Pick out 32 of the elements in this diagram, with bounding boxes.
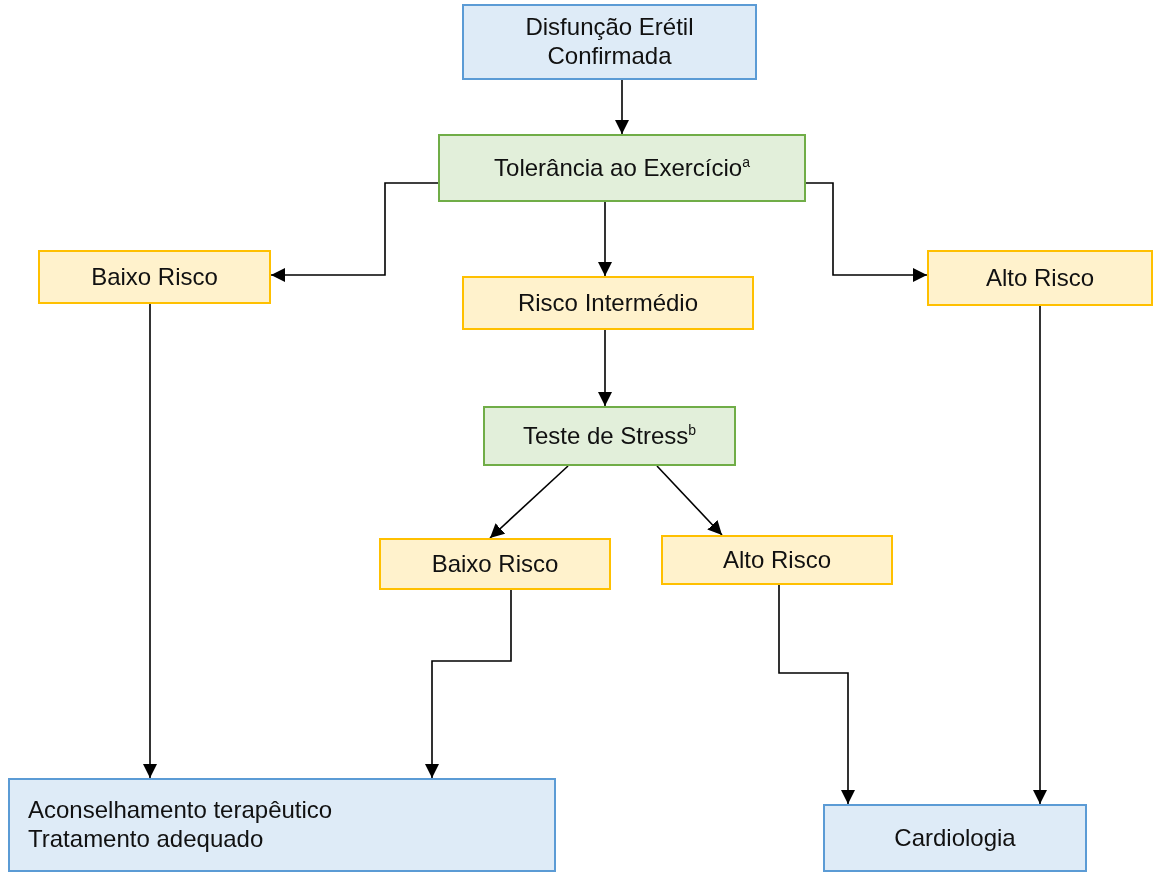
- arrow: [425, 589, 512, 779]
- risk-box: [379, 538, 611, 590]
- node-label: Baixo Risco: [91, 262, 218, 292]
- arrow: [270, 182, 439, 282]
- risk-box: [38, 250, 271, 304]
- node-label: Disfunção Erétil Confirmada: [524, 13, 695, 71]
- node-label: Aconselhamento terapêutico: [28, 796, 333, 825]
- process-box: [483, 406, 736, 466]
- node-label: Risco Intermédio: [517, 288, 699, 318]
- arrow: [489, 465, 569, 539]
- node-label: Cardiologia: [894, 823, 1016, 853]
- arrow: [1033, 305, 1047, 805]
- arrow: [598, 329, 612, 407]
- arrow: [143, 303, 157, 779]
- node-label: Alto Risco: [722, 545, 831, 575]
- risk-box: [661, 535, 893, 585]
- node-label: Teste de Stress$^{b}$: [522, 421, 697, 451]
- arrow: [598, 201, 612, 277]
- arrow: [778, 584, 855, 805]
- risk-box: [927, 250, 1153, 306]
- process-box: [438, 134, 806, 202]
- node-label: Baixo Risco: [431, 549, 559, 579]
- arrow: [615, 79, 629, 135]
- node-label: Alto Risco: [985, 263, 1094, 293]
- flowchart-start-box: [462, 4, 757, 80]
- arrow: [656, 465, 723, 536]
- node-label: Tratamento adequado: [28, 825, 264, 854]
- risk-box: [462, 276, 754, 330]
- arrow: [805, 182, 928, 282]
- outcome-box: [823, 804, 1087, 872]
- node-label: Tolerância ao Exercício$^{a}$: [494, 153, 750, 183]
- outcome-box: [8, 778, 556, 872]
